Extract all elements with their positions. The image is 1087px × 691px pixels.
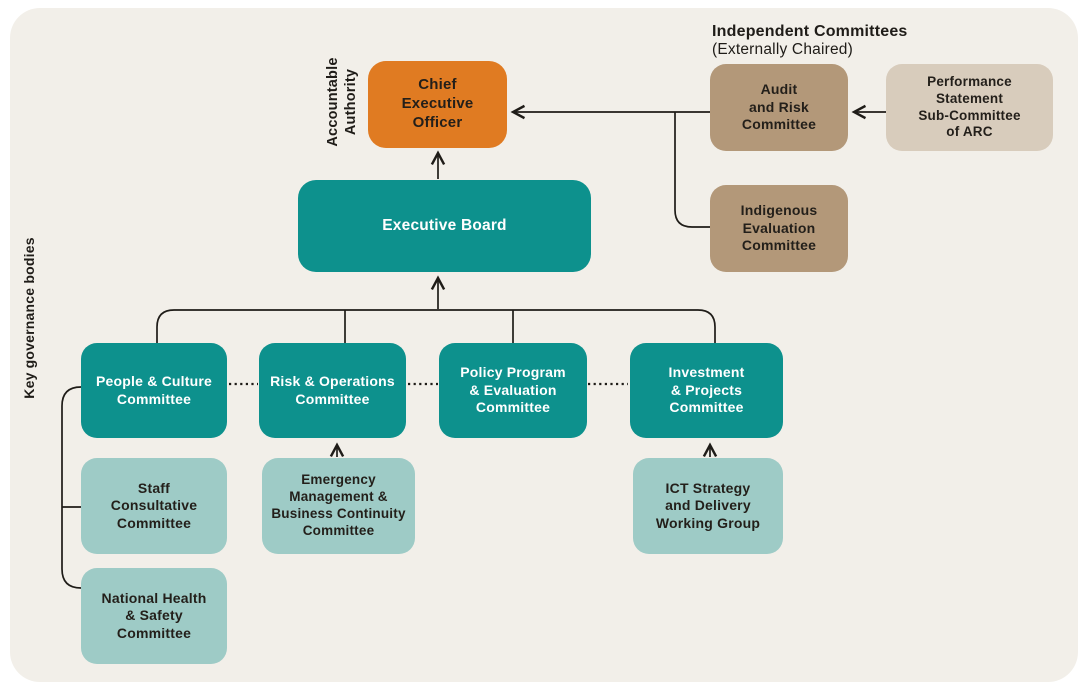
node-people-culture-committee: People & Culture Committee [81,343,227,438]
independent-committees-header: Independent Committees (Externally Chair… [712,22,908,60]
node-national-health-safety-committee: National Health & Safety Committee [81,568,227,664]
node-chief-executive-officer: Chief Executive Officer [368,61,507,148]
node-emergency-management-business-continuity-committee: Emergency Management & Business Continui… [262,458,415,554]
node-risk-operations-committee: Risk & Operations Committee [259,343,406,438]
key-governance-bodies-label: Key governance bodies [21,237,38,399]
node-staff-consultative-committee: Staff Consultative Committee [81,458,227,554]
node-policy-program-evaluation-committee: Policy Program & Evaluation Committee [439,343,587,438]
independent-committees-title: Independent Committees [712,23,908,40]
independent-committees-subtitle: (Externally Chaired) [712,41,853,59]
node-indigenous-evaluation-committee: Indigenous Evaluation Committee [710,185,848,272]
node-ict-strategy-delivery-working-group: ICT Strategy and Delivery Working Group [633,458,783,554]
node-audit-and-risk-committee: Audit and Risk Committee [710,64,848,151]
node-executive-board: Executive Board [298,180,591,272]
node-performance-statement-sub-committee: Performance Statement Sub-Committee of A… [886,64,1053,151]
node-investment-projects-committee: Investment & Projects Committee [630,343,783,438]
accountable-authority-label: Accountable Authority [324,57,359,147]
